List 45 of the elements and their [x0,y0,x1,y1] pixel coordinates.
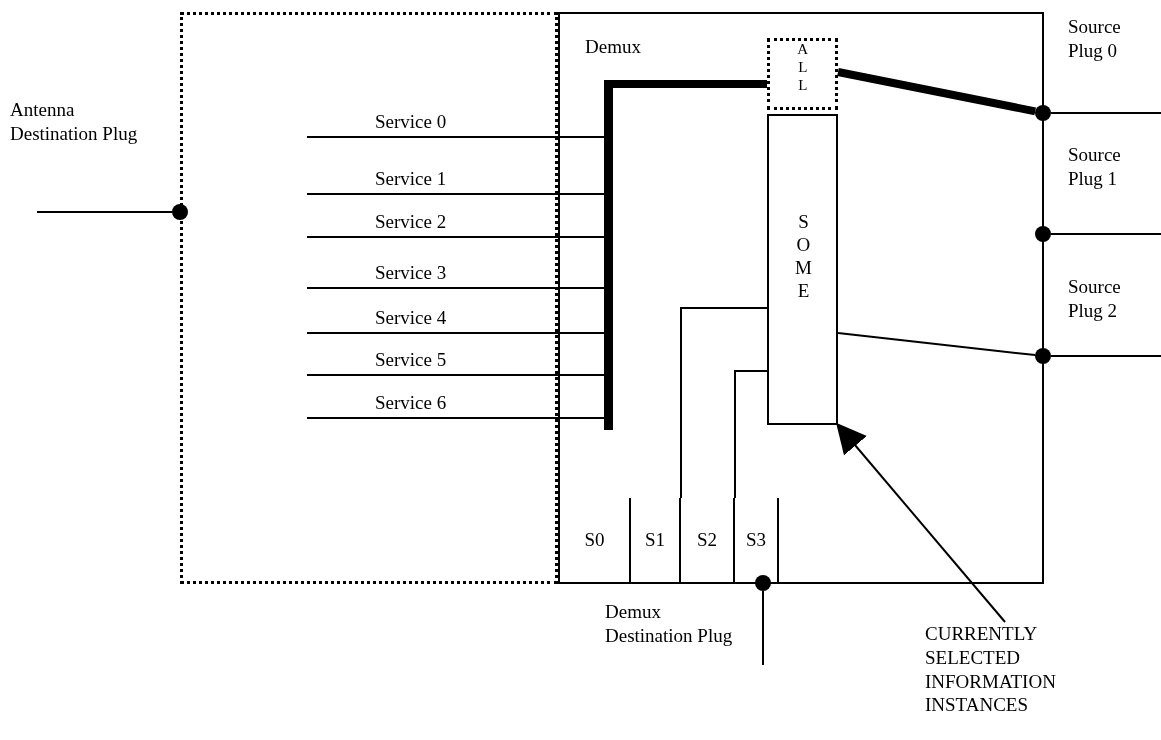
bus-line [613,80,767,88]
edge-label: Service 4 [375,306,447,330]
signal-line [306,332,605,334]
plug-label: Antenna Destination Plug [10,98,139,146]
plug-label: Source Plug 0 [1068,15,1122,63]
box-title: Demux [585,36,641,58]
signal-line [734,370,768,499]
signal-line [1050,112,1161,114]
edge-label: Service 5 [375,348,447,372]
signal-line [837,332,1037,357]
signal-line [762,590,764,666]
selector-box: SOME [767,114,838,425]
plug-label: Demux Destination Plug [605,600,734,648]
signal-line [306,287,605,289]
plug-dot [1035,226,1051,242]
plug-dot [1035,105,1051,121]
edge-label: Service 0 [375,110,447,134]
plug-dot [1035,348,1051,364]
signal-line [306,236,605,238]
plug-dot [755,575,771,591]
dotted-box [180,12,558,584]
signal-line [306,136,605,138]
bus-line [837,68,1036,116]
plug-label: Source Plug 2 [1068,275,1122,323]
leader-arrow [836,422,1006,623]
edge-label: Service 1 [375,167,447,191]
slot: S1 [631,498,681,583]
signal-line [36,211,173,213]
slot: S2 [681,498,735,583]
dotted-box: ALL [767,38,838,110]
slot: S0 [560,498,631,583]
signal-line [680,307,768,499]
signal-line [306,193,605,195]
bus-bar [604,80,613,430]
plug-label: Source Plug 1 [1068,143,1122,191]
edge-label: Service 6 [375,391,447,415]
plug-dot [172,204,188,220]
signal-line [1050,355,1161,357]
demux-box [558,12,1044,584]
callout-text: CURRENTLY SELECTED INFORMATION INSTANCES [925,622,1075,740]
signal-line [306,374,605,376]
edge-label: Service 3 [375,261,447,285]
signal-line [1050,233,1161,235]
signal-line [306,417,605,419]
edge-label: Service 2 [375,210,447,234]
